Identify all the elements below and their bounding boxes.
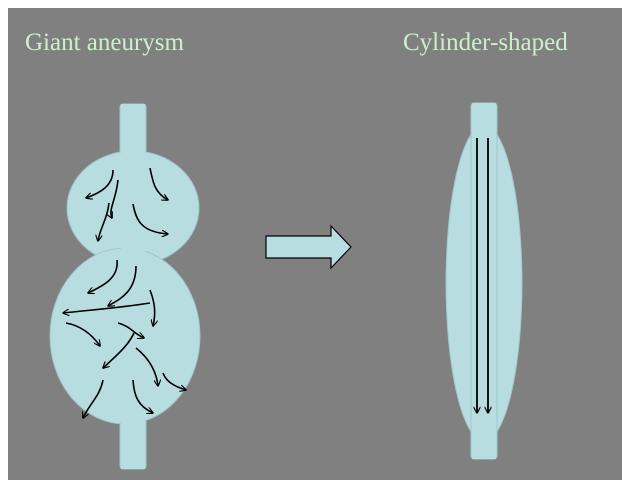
diagram-slide: Giant aneurysm Cylinder-shaped xyxy=(8,8,622,480)
cylinder-shaped-vessel xyxy=(446,103,522,459)
right-arrow-icon xyxy=(266,226,351,268)
cylinder-vessel-core xyxy=(472,103,496,459)
giant-aneurysm-shape xyxy=(50,104,200,469)
diagram-artwork xyxy=(8,8,622,480)
vessel-core xyxy=(121,104,145,469)
